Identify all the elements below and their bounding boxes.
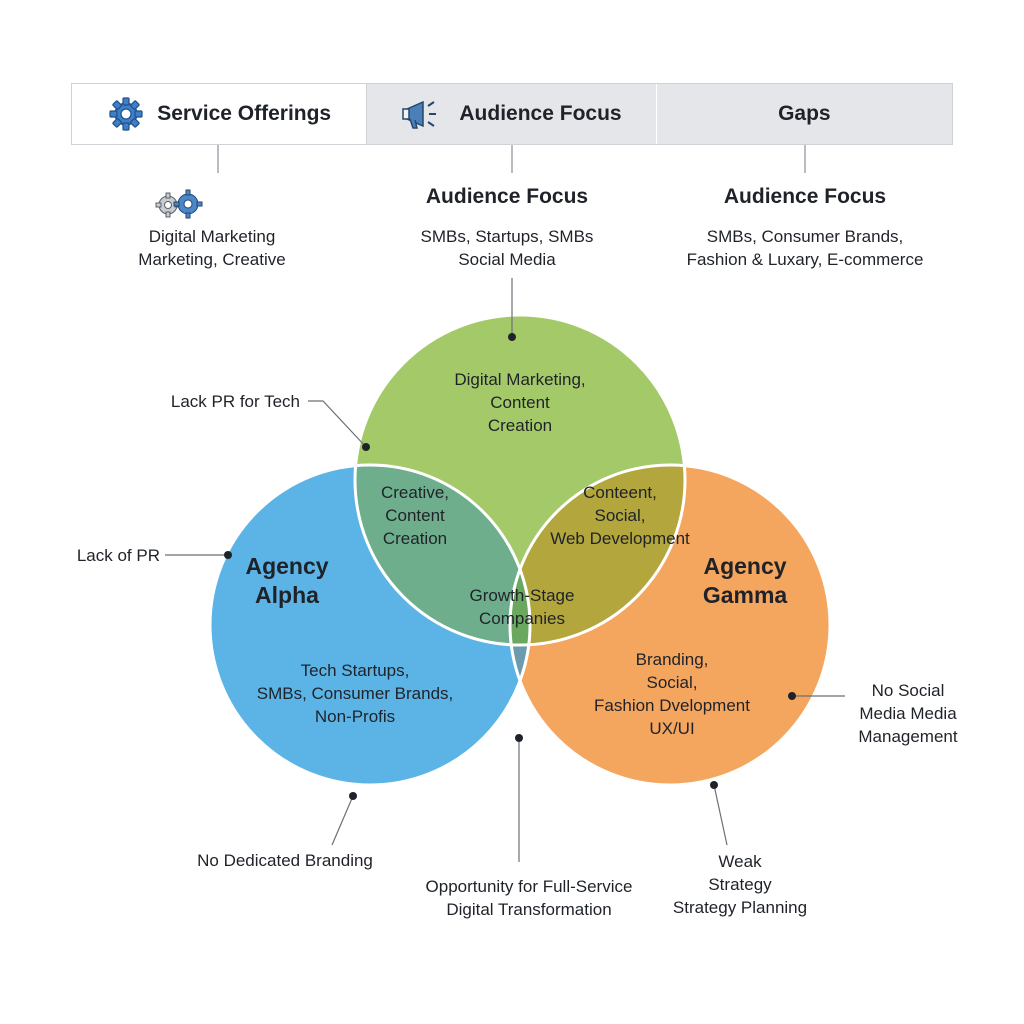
tab-label: Gaps <box>778 102 831 125</box>
column-line: Digital Marketing <box>148 227 276 246</box>
label-line: Media Media <box>859 704 957 723</box>
label-line: Social, <box>594 506 646 525</box>
agency-gamma-label: Branding, Social, Fashion Dvelopment UX/… <box>572 648 772 740</box>
column-line: SMBs, Startups, SMBs <box>420 227 594 246</box>
label-line: Non-Profis <box>314 707 396 726</box>
tab-service-offerings[interactable]: Service Offerings <box>72 84 368 144</box>
label-line: Branding, <box>635 650 709 669</box>
callout-dot <box>349 792 357 800</box>
label-line: SMBs, Consumer Brands, <box>256 684 454 703</box>
callout-dot <box>788 692 796 700</box>
label-line: Conteent, <box>583 483 657 502</box>
top-circle-label: Digital Marketing, Content Creation <box>420 368 620 437</box>
overlap-top-right-label: Conteent, Social, Web Development <box>540 481 700 550</box>
label-line: Opportunity for Full-Service <box>425 877 633 896</box>
agency-alpha-label: Tech Startups, SMBs, Consumer Brands, No… <box>240 659 470 728</box>
label-line: Growth-Stage <box>469 586 575 605</box>
label-line: Companies <box>479 609 565 628</box>
label-line: Gamma <box>702 582 788 608</box>
label-line: Digital Transformation <box>446 900 612 919</box>
column-line: SMBs, Consumer Brands, <box>706 227 904 246</box>
column-line: Fashion & Luxary, E-commerce <box>686 250 924 269</box>
label-line: Weak <box>718 852 762 871</box>
label-line: No Social <box>871 681 945 700</box>
callout-dot <box>224 551 232 559</box>
column-heading-gaps: Audience Focus <box>723 185 887 208</box>
label-line: Agency <box>245 553 329 579</box>
label-line: Social, <box>646 673 698 692</box>
label-line: UX/UI <box>649 719 695 738</box>
label-line: Digital Marketing, <box>454 370 586 389</box>
agency-alpha-title: Agency Alpha <box>222 552 352 610</box>
tab-label: Audience Focus <box>459 102 622 125</box>
tab-bar: Service Offerings Audience Focus Gaps <box>71 83 953 145</box>
label-line: Creation <box>382 529 448 548</box>
column-gaps: SMBs, Consumer Brands, Fashion & Luxary,… <box>655 225 955 271</box>
callout-lack-of-pr: Lack of PR <box>76 546 160 565</box>
label-line: Web Development <box>550 529 690 548</box>
callout-opportunity: Opportunity for Full-Service Digital Tra… <box>404 875 654 921</box>
overlap-top-left-label: Creative, Content Creation <box>345 481 485 550</box>
gears-icon <box>155 189 203 219</box>
label-line: Agency <box>703 553 787 579</box>
column-line: Social Media <box>458 250 556 269</box>
column-heading-audience: Audience Focus <box>425 185 589 208</box>
overlap-center-label: Growth-Stage Companies <box>452 584 592 630</box>
callout-dot <box>515 734 523 742</box>
callout-lack-pr-tech: Lack PR for Tech <box>170 392 300 411</box>
column-audience-focus: SMBs, Startups, SMBs Social Media <box>357 225 657 271</box>
gear-icon <box>109 97 143 131</box>
callout-dot <box>710 781 718 789</box>
label-line: Strategy <box>708 875 772 894</box>
column-service-offerings: Digital Marketing Marketing, Creative <box>62 225 362 271</box>
label-line: Management <box>858 727 958 746</box>
label-line: Creative, <box>380 483 450 502</box>
megaphone-icon <box>402 100 437 129</box>
callout-weak-strategy: Weak Strategy Strategy Planning <box>660 850 820 919</box>
callout-dot <box>362 443 370 451</box>
tab-audience-focus[interactable]: Audience Focus <box>367 84 657 144</box>
agency-gamma-title: Agency Gamma <box>680 552 810 610</box>
tab-label: Service Offerings <box>157 102 332 125</box>
tab-gaps[interactable]: Gaps <box>656 84 952 144</box>
label-line: Strategy Planning <box>672 898 808 917</box>
label-line: Creation <box>487 416 553 435</box>
callout-no-social: No Social Media Media Management <box>848 679 968 748</box>
callout-dot <box>508 333 516 341</box>
label-line: Content <box>490 393 550 412</box>
callout-no-branding: No Dedicated Branding <box>197 851 373 870</box>
column-line: Marketing, Creative <box>138 250 286 269</box>
label-line: Tech Startups, <box>300 661 410 680</box>
label-line: Fashion Dvelopment <box>594 696 750 715</box>
label-line: Alpha <box>255 582 319 608</box>
label-line: Content <box>385 506 445 525</box>
